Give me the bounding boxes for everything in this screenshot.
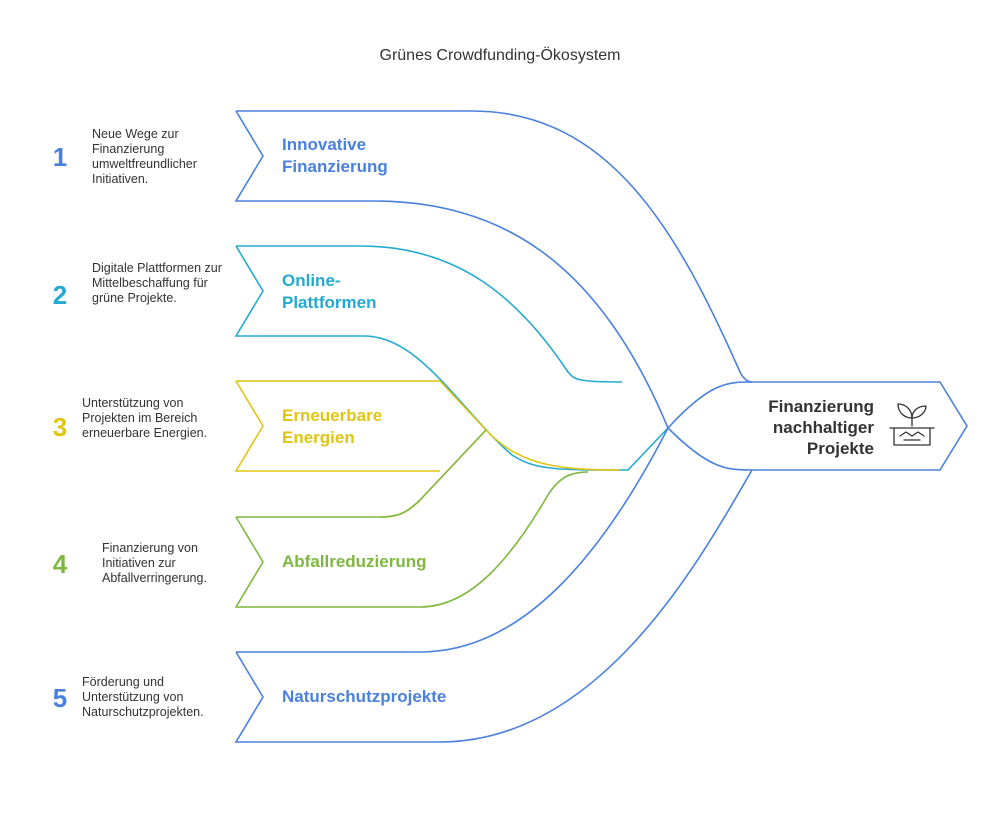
target-arrow [666, 381, 968, 471]
step-5-description: Förderung und Unterstützung von Natursch… [82, 675, 204, 719]
step-1-description: Neue Wege zur Finanzierung umweltfreundl… [92, 127, 197, 186]
step-4-funnel [234, 429, 589, 608]
page-title: Grünes Crowdfunding-Ökosystem [379, 47, 621, 64]
step-4-number: 4 [52, 549, 68, 579]
step-2-number: 2 [52, 280, 68, 310]
step-1-funnel [234, 110, 753, 429]
handshake-plant-icon [889, 403, 935, 446]
step-3-description: Unterstützung von Projekten im Bereich e… [82, 396, 208, 440]
step-4-description: Finanzierung von Initiativen zur Abfallv… [102, 541, 207, 585]
step-2-label: Online-Plattformen [282, 271, 377, 312]
step-3-number: 3 [52, 412, 68, 442]
step-4-label: Abfallreduzierung [282, 552, 427, 571]
step-1-label: Innovative Finanzierung [282, 135, 388, 176]
step-2-description: Digitale Plattformen zur Mittelbeschaffu… [92, 261, 222, 305]
step-3-funnel [234, 380, 621, 518]
step-1-number: 1 [52, 142, 68, 172]
step-5-number: 5 [52, 683, 68, 713]
target-label: Finanzierung nachhaltiger Projekte [768, 397, 874, 458]
step-5-label: Naturschutzprojekte [282, 687, 447, 706]
step-3-label: Erneuerbare Energien [282, 406, 383, 447]
step-5-funnel [234, 427, 753, 743]
